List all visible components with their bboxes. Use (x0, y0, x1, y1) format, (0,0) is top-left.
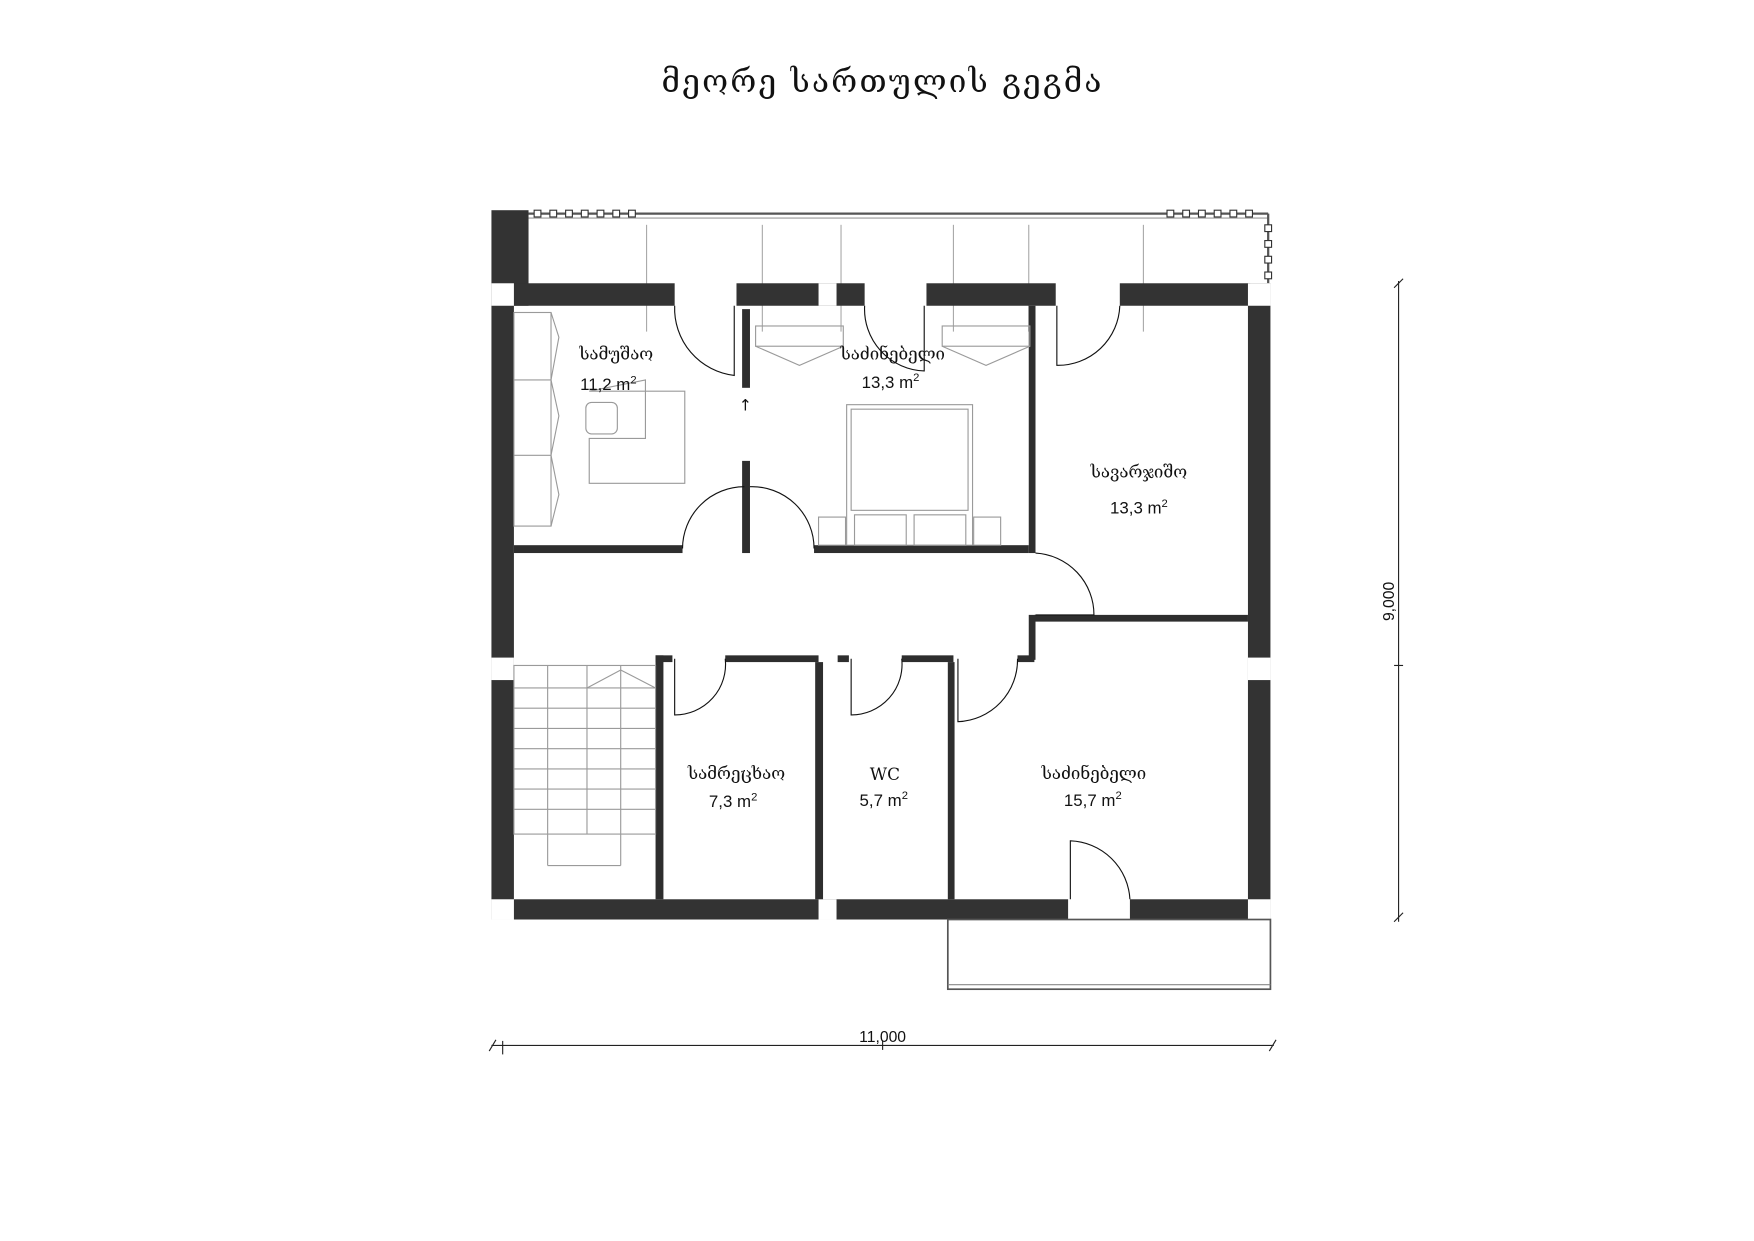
lower-balcony (946, 918, 1272, 991)
room-name: WC (870, 764, 900, 784)
room-area: 13,3 m (1110, 499, 1162, 518)
room-area: 7,3 m (709, 792, 751, 811)
svg-text:15,7 m2: 15,7 m2 (1064, 790, 1122, 810)
area-exponent: 2 (913, 372, 919, 384)
dimension-height: 9,000 (1381, 278, 1404, 923)
width-label: 11,000 (859, 1029, 906, 1046)
area-exponent: 2 (1162, 498, 1168, 510)
height-label: 9,000 (1381, 581, 1398, 621)
svg-text:13,3 m2: 13,3 m2 (862, 372, 920, 392)
room-area: 13,3 m (862, 373, 914, 392)
top-balcony (528, 209, 1273, 332)
dimension-width: 11,000 (488, 1029, 1277, 1055)
furniture (513, 311, 1031, 867)
room-name: საძინებელი (1041, 763, 1147, 783)
room-area: 5,7 m (860, 791, 902, 810)
room-gym: სავარჯიშო 13,3 m2 (1090, 462, 1188, 518)
room-laundry: სამრეცხაო 7,3 m2 (687, 763, 785, 811)
area-exponent: 2 (1115, 790, 1121, 802)
room-name: სავარჯიშო (1090, 462, 1188, 482)
exterior-walls (491, 210, 1271, 920)
svg-text:5,7 m2: 5,7 m2 (860, 790, 908, 810)
svg-text:13,3 m2: 13,3 m2 (1110, 498, 1168, 518)
area-exponent: 2 (751, 791, 757, 803)
room-samushao: სამუშაო 11,2 m2 (578, 344, 653, 394)
doors: ↑ (674, 305, 1131, 900)
room-bedroom-1: საძინებელი 13,3 m2 (839, 344, 945, 392)
room-area: 15,7 m (1064, 791, 1116, 810)
interior-walls (513, 305, 1248, 900)
sliding-door-arrow-icon: ↑ (739, 395, 752, 414)
room-bedroom-2: საძინებელი 15,7 m2 (1041, 763, 1147, 810)
staircase (513, 664, 657, 867)
room-name: სამრეცხაო (687, 763, 785, 783)
svg-text:11,2 m2: 11,2 m2 (580, 374, 637, 394)
svg-text:7,3 m2: 7,3 m2 (709, 791, 757, 811)
room-wc: WC 5,7 m2 (860, 764, 908, 810)
plan-title: მეორე სართულის გეგმა (662, 64, 1104, 100)
area-exponent: 2 (630, 374, 636, 386)
room-area: 11,2 m (580, 375, 630, 394)
room-name: სამუშაო (578, 344, 653, 364)
area-exponent: 2 (902, 790, 908, 802)
room-name: საძინებელი (839, 344, 945, 364)
